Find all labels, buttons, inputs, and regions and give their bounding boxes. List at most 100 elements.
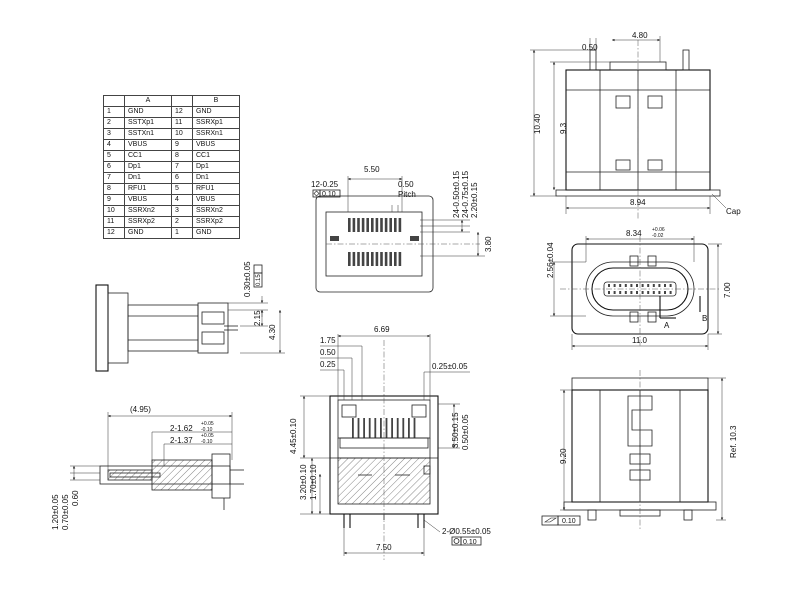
contact-pin [408, 418, 410, 438]
pad [394, 252, 397, 266]
contact [624, 291, 627, 294]
contact [652, 284, 655, 287]
pad [361, 218, 365, 232]
tol-1-62-minus: -0.10 [201, 427, 213, 433]
tol-0-15: 0.15 [256, 274, 262, 286]
contact [658, 291, 661, 294]
bottom-right-side-view: 9.20 Ref. 10.3 0.10 [541, 370, 738, 530]
pad [384, 252, 388, 266]
contact [636, 284, 638, 287]
dim-0-30: 0.30±0.05 [243, 261, 252, 297]
dim-9-3: 9.3 [559, 122, 568, 134]
contact-pin [391, 418, 393, 438]
pad [389, 252, 392, 266]
section-view: (4.95) 2-1.62 +0.05 -0.10 2-1.37 +0.05 -… [51, 405, 244, 530]
pad [384, 218, 388, 232]
tol-8-34-plus: +0.06 [652, 227, 665, 233]
contact-pin [374, 418, 377, 438]
dim-12-0-25: 12-0.25 [311, 180, 339, 189]
pad [366, 218, 369, 232]
dim-24-0-50: 24-0.50±0.15 [452, 170, 461, 218]
contact [658, 284, 661, 287]
pad-row-bottom [348, 252, 402, 266]
contact [630, 291, 633, 294]
pad [361, 252, 365, 266]
dim-10-40: 10.40 [533, 113, 542, 134]
side-view: 0.30±0.05 0.15 2.15 4.30 [95, 261, 285, 372]
dim-9-20: 9.20 [559, 448, 568, 464]
dim-0-60: 0.60 [71, 490, 80, 506]
dim-7-50: 7.50 [376, 543, 392, 552]
contact [641, 284, 644, 287]
contact [619, 284, 622, 287]
pad [375, 252, 379, 266]
dim-4-30: 4.30 [268, 324, 277, 340]
pad [352, 218, 356, 232]
contact-pin [396, 418, 399, 438]
pitch-label: Pitch [398, 190, 416, 199]
contact [608, 284, 610, 287]
pad [357, 218, 360, 232]
contact-pin [357, 418, 360, 438]
contact [624, 284, 627, 287]
receptacle-face-view: 8.34 +0.06 -0.02 2.56±0.04 7.00 11.0 A B [546, 227, 732, 350]
tol-0-10-front: 0.10 [463, 539, 477, 546]
pad [348, 218, 351, 232]
pad [380, 218, 383, 232]
contact [652, 291, 655, 294]
contact [647, 284, 650, 287]
contact [664, 284, 666, 287]
section-a-label: A [664, 321, 670, 330]
contact [669, 291, 672, 294]
pcb-footprint-view: 5.50 12-0.25 0.10 0.50 Pitch 24-0.50±0.1… [311, 165, 493, 293]
contact [608, 291, 610, 294]
dim-ref-10-3: Ref. 10.3 [729, 425, 738, 458]
contact-pin [413, 418, 416, 438]
contact [613, 291, 616, 294]
contact-pin [363, 418, 365, 438]
dim-0-50-right: 0.50±0.05 [461, 414, 470, 450]
pad [348, 252, 351, 266]
dim-4-95: (4.95) [130, 405, 151, 414]
dim-2-20: 2.20±0.15 [470, 182, 479, 218]
contact-pin [385, 418, 388, 438]
receptacle-contacts [608, 284, 672, 294]
tol-8-34-minus: -0.02 [652, 233, 664, 239]
pad [352, 252, 356, 266]
dim-1-70: 1.70±0.10 [309, 464, 318, 500]
dim-4-80: 4.80 [632, 31, 648, 40]
pad [389, 218, 392, 232]
dim-1-75: 1.75 [320, 336, 336, 345]
contact-pin [402, 418, 405, 438]
pad [398, 252, 402, 266]
pad [375, 218, 379, 232]
dim-2-phi-0-55: 2-Ø0.55±0.05 [442, 527, 491, 536]
dim-3-50: 3.50±0.15 [451, 412, 460, 448]
dim-2-56: 2.56±0.04 [546, 242, 555, 278]
dim-24-0-75: 24-0.75±0.15 [461, 170, 470, 218]
pad [371, 218, 374, 232]
dim-2-1-37: 2-1.37 [170, 436, 193, 445]
dim-8-34: 8.34 [626, 229, 642, 238]
contact-pin [368, 418, 371, 438]
pad [366, 252, 369, 266]
dim-2-1-62: 2-1.62 [170, 424, 193, 433]
contact [647, 291, 650, 294]
contact [641, 291, 644, 294]
contact-pin [380, 418, 382, 438]
tol-0-10: 0.10 [322, 191, 336, 198]
dim-3-80: 3.80 [484, 236, 493, 252]
dim-0-50: 0.50 [398, 180, 414, 189]
dim-2-15: 2.15 [253, 310, 262, 326]
dim-5-50: 5.50 [364, 165, 380, 174]
pad [380, 252, 383, 266]
dim-8-94: 8.94 [630, 198, 646, 207]
pad [357, 252, 360, 266]
pad-row-top [348, 218, 402, 232]
top-right-side-view: 4.80 0.50 10.40 9.3 8.94 Cap [530, 31, 741, 220]
